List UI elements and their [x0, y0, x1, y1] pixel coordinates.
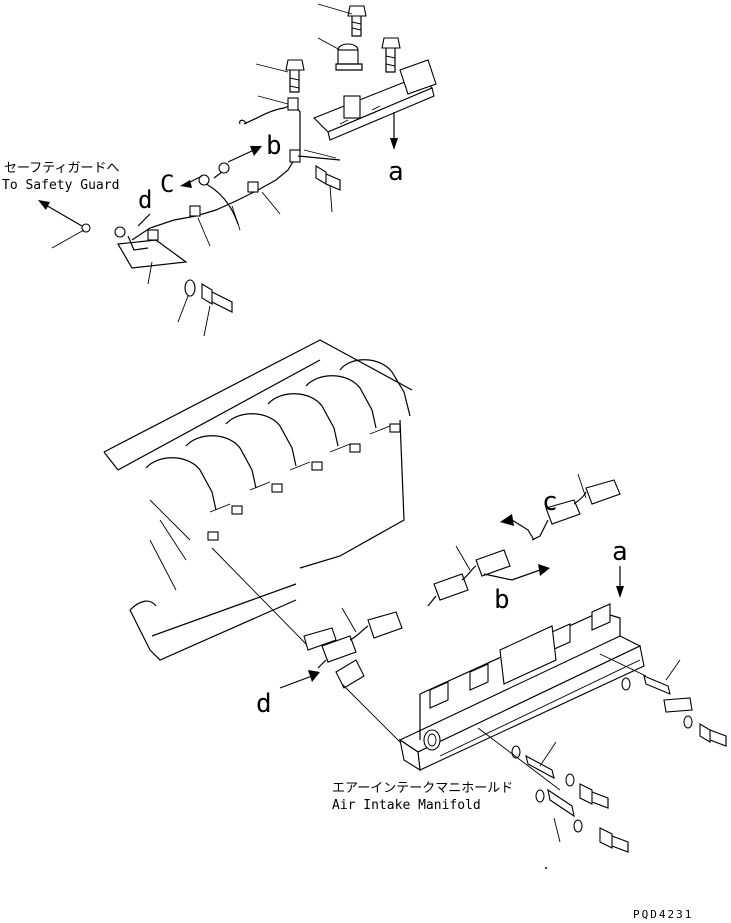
arrow-b-lower [483, 564, 550, 581]
wiring-harness-upper [114, 97, 341, 269]
callout-d-lower: d [256, 689, 272, 719]
bracket-lower [547, 788, 575, 818]
bolt-right [381, 37, 401, 73]
washer-right-2 [683, 715, 693, 729]
bracket-plate-right [663, 697, 693, 713]
bolt-right-lower [699, 723, 727, 747]
top-assembly: a b C [2, 3, 437, 337]
callout-b-top: b [266, 131, 282, 161]
washer-right [621, 677, 631, 691]
manifold-label-en: Air Intake Manifold [332, 798, 481, 813]
heater-elements-lower: c b d [256, 473, 621, 753]
bolt-left [285, 59, 305, 93]
heater-pair-b [427, 545, 511, 607]
arrow-a-top [390, 112, 398, 150]
engine-block [103, 339, 413, 661]
washer-center-2 [565, 773, 575, 787]
manifold-hardware [477, 653, 727, 869]
gasket [335, 659, 411, 753]
engine-to-gasket-line [211, 547, 309, 647]
callout-b-lower: b [494, 585, 510, 615]
arrow-to-safety-guard [38, 200, 91, 233]
manifold-label-jp: エアーインテークマニホールド [332, 781, 513, 796]
safety-guard-label-jp: セーフティガードへ [4, 161, 119, 176]
arrow-b-top [227, 146, 262, 163]
cylinder-heads [145, 359, 411, 591]
callout-c-top: C [160, 170, 174, 198]
washer-upper [184, 279, 196, 297]
callout-c-lower: c [542, 487, 558, 517]
arrow-c-lower [500, 514, 535, 541]
heater-pair-c [531, 473, 621, 541]
callout-a-lower: a [612, 537, 628, 567]
air-intake-manifold: a [398, 537, 645, 772]
arrow-a-lower [616, 566, 624, 598]
bracket-right [643, 675, 671, 695]
bolt-bracket-side [315, 165, 341, 191]
arrow-d-top [137, 213, 151, 227]
bracket-center [525, 754, 555, 780]
arrow-d-lower [279, 670, 320, 689]
top-bolt [347, 5, 367, 37]
heater-pair-d [303, 607, 403, 669]
washer-lower [535, 789, 545, 803]
washer-lower-2 [573, 819, 583, 833]
callout-a-top: a [388, 157, 404, 187]
arrow-c-top [180, 175, 203, 188]
bolt-upper-left [201, 283, 233, 313]
bolt-lower [599, 827, 629, 853]
callout-d-top: d [138, 186, 152, 214]
sensor-part [335, 43, 363, 71]
drawing-code: PQD4231 [633, 908, 693, 921]
leader-lines-top [51, 3, 353, 337]
bolt-center-lower [579, 783, 609, 809]
mounting-bracket [313, 59, 437, 141]
safety-guard-label-en: To Safety Guard [2, 178, 119, 193]
